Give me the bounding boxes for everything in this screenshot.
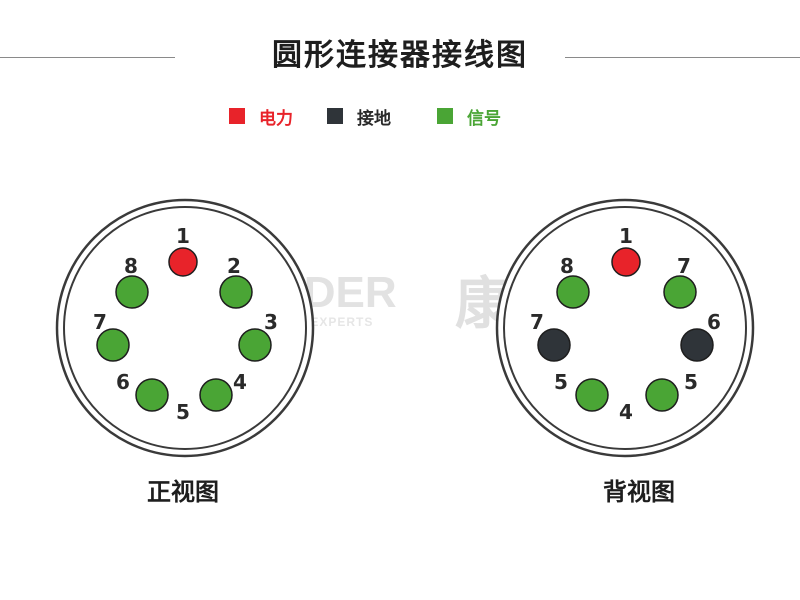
legend-ground-label: 接地 — [357, 108, 391, 129]
legend-ground-swatch — [327, 108, 343, 124]
pin-number-label: 8 — [560, 254, 574, 278]
pin-ground-7 — [537, 328, 571, 362]
pin-signal-5 — [575, 378, 609, 412]
pin-number-label: 7 — [677, 254, 691, 278]
pin-ground-6 — [680, 328, 714, 362]
connector-inner-ring — [503, 206, 747, 450]
pin-signal-7 — [663, 275, 697, 309]
legend-signal-swatch — [437, 108, 453, 124]
title-rule-right — [565, 57, 800, 58]
title-rule-left — [0, 57, 175, 58]
legend-power-label: 电力 — [259, 108, 293, 129]
pin-signal-4 — [199, 378, 233, 412]
pin-signal-2 — [219, 275, 253, 309]
pin-number-label: 8 — [124, 254, 138, 278]
legend-item-power: 电力 — [229, 105, 293, 129]
connector-outer-ring — [495, 198, 755, 458]
pin-number-label: 4 — [233, 370, 247, 394]
pin-power-1 — [611, 247, 641, 277]
back-view-connector: 1 7 6 5 4 5 7 8 — [495, 198, 755, 458]
pin-signal-3 — [238, 328, 272, 362]
pin-number-label: 5 — [176, 400, 190, 424]
front-view-connector: 1 2 3 4 5 6 7 8 — [55, 198, 315, 458]
legend-power-swatch — [229, 108, 245, 124]
pin-number-label: 5 — [554, 370, 568, 394]
pin-number-label: 5 — [684, 370, 698, 394]
legend-item-signal: 信号 — [437, 105, 501, 129]
connector-outer-ring — [55, 198, 315, 458]
pin-number-label: 3 — [264, 310, 278, 334]
pin-signal-8 — [556, 275, 590, 309]
front-view-label: 正视图 — [147, 478, 219, 506]
connector-inner-ring — [63, 206, 307, 450]
pin-power-1 — [168, 247, 198, 277]
back-view-label: 背视图 — [603, 478, 675, 506]
pin-number-label: 6 — [116, 370, 130, 394]
pin-number-label: 7 — [93, 310, 107, 334]
legend-item-ground: 接地 — [327, 105, 391, 129]
page-title: 圆形连接器接线图 — [272, 38, 528, 73]
pin-number-label: 6 — [707, 310, 721, 334]
pin-signal-6 — [135, 378, 169, 412]
pin-number-label: 2 — [227, 254, 241, 278]
pin-number-label: 7 — [530, 310, 544, 334]
pin-number-label: 1 — [619, 224, 633, 248]
pin-number-label: 4 — [619, 400, 633, 424]
legend-signal-label: 信号 — [467, 108, 501, 129]
pin-signal-5 — [645, 378, 679, 412]
pin-signal-7 — [96, 328, 130, 362]
pin-number-label: 1 — [176, 224, 190, 248]
pin-signal-8 — [115, 275, 149, 309]
